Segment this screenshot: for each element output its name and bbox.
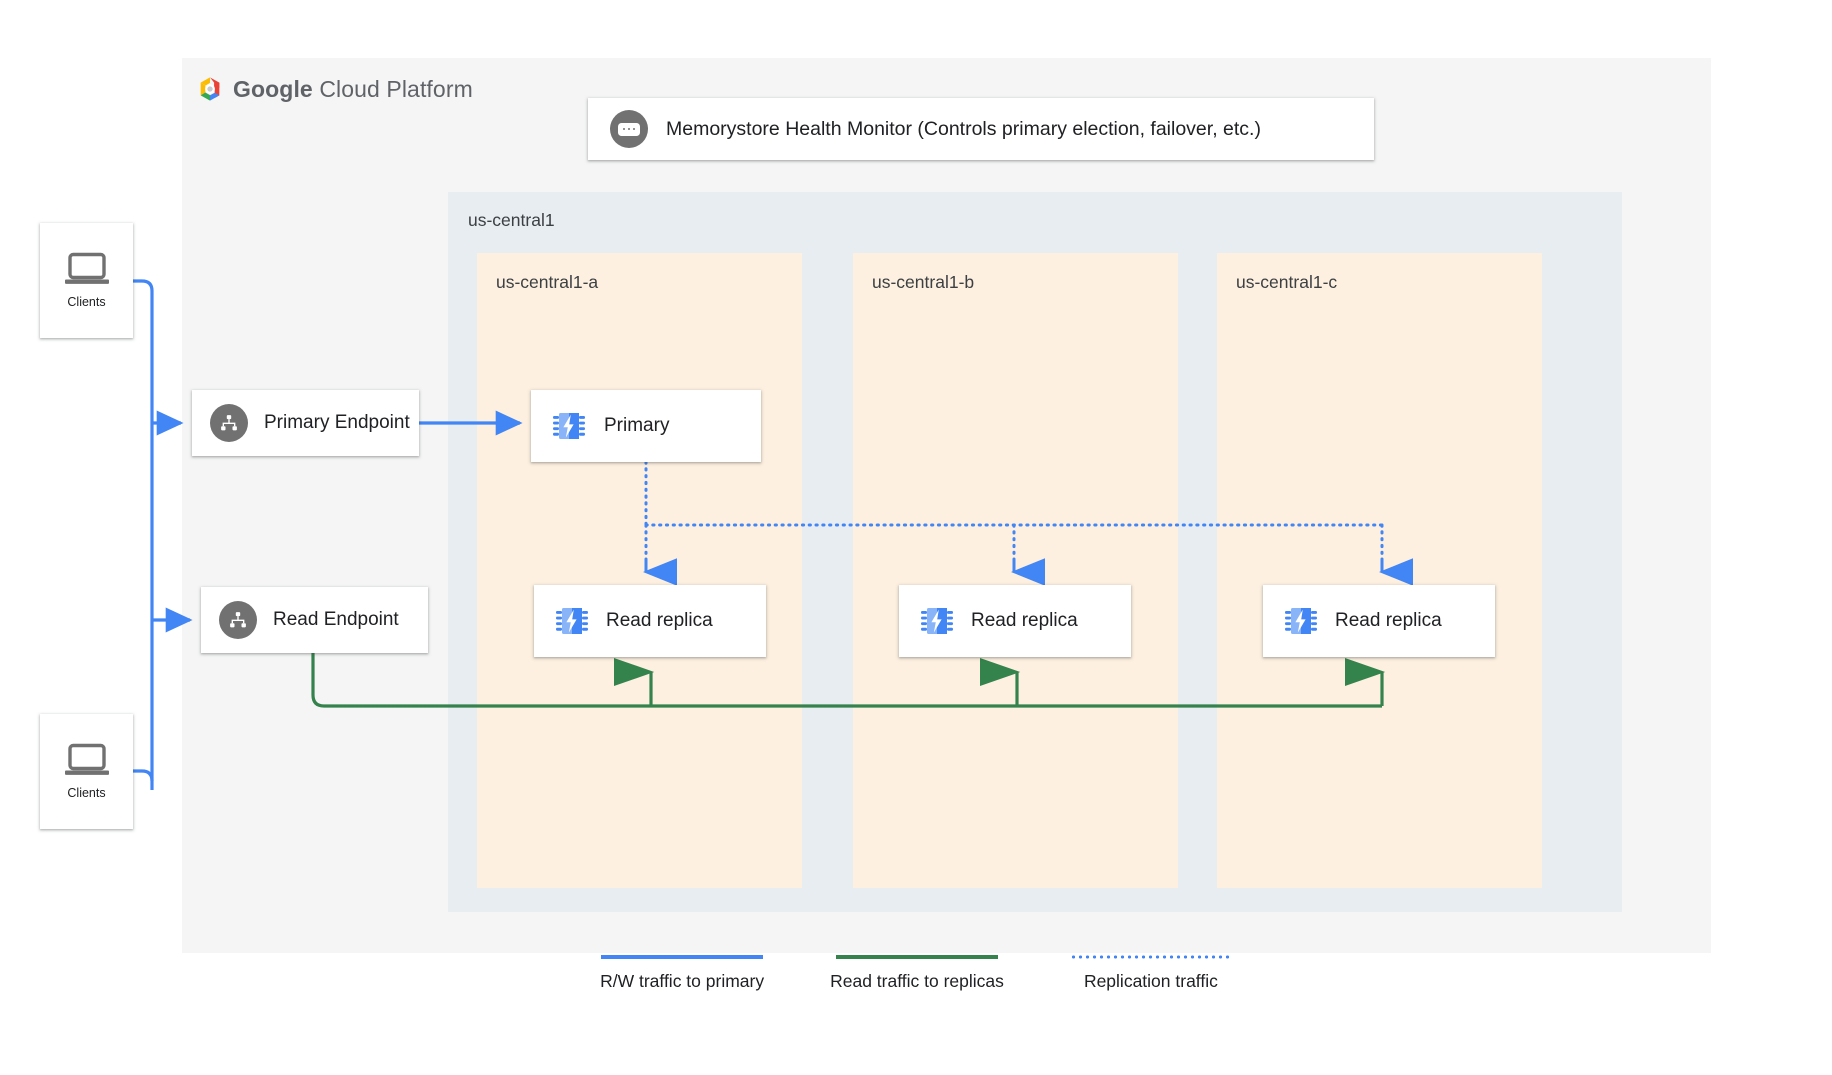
health-monitor-bar[interactable]: Memorystore Health Monitor (Controls pri… — [588, 98, 1374, 160]
legend: R/W traffic to primary Read traffic to r… — [0, 955, 1832, 992]
client-label-bottom: Clients — [67, 786, 106, 800]
gcp-logo: Google Cloud Platform — [196, 75, 473, 103]
read-replica-label-zone-b: Read replica — [971, 610, 1078, 631]
read-replica-card-zone-c[interactable]: Read replica — [1263, 585, 1495, 657]
gcp-wordmark-cloud-platform: Cloud Platform — [312, 75, 473, 102]
google-cloud-hexagon-icon — [200, 77, 220, 101]
read-replica-card-zone-b[interactable]: Read replica — [899, 585, 1131, 657]
zone-label-a: us-central1-a — [496, 272, 599, 292]
client-label-top: Clients — [67, 295, 106, 309]
zone-box-us-central1-b — [853, 253, 1178, 888]
zone-label-b: us-central1-b — [872, 272, 975, 292]
legend-item-read-traffic: Read traffic to replicas — [830, 955, 1004, 992]
legend-swatch-blue-dotted — [1069, 955, 1232, 959]
laptop-icon — [64, 252, 109, 284]
endpoint-hierarchy-icon — [219, 601, 257, 639]
memorystore-chip-icon — [921, 608, 953, 634]
memorystore-chip-icon — [1285, 608, 1317, 634]
memorystore-chip-icon — [556, 608, 588, 634]
primary-endpoint-card[interactable]: Primary Endpoint — [192, 390, 419, 456]
primary-node-label: Primary — [604, 415, 670, 436]
legend-item-rw-traffic: R/W traffic to primary — [600, 955, 764, 992]
zone-label-c: us-central1-c — [1236, 272, 1338, 292]
gcp-wordmark: Google Cloud Platform — [233, 76, 473, 103]
legend-label-read-traffic: Read traffic to replicas — [830, 971, 1004, 991]
endpoint-hierarchy-icon — [210, 404, 248, 442]
client-card-top[interactable]: Clients — [40, 223, 133, 338]
legend-swatch-green-solid — [836, 955, 998, 959]
health-monitor-label: Memorystore Health Monitor (Controls pri… — [666, 117, 1261, 140]
gcp-wordmark-google: Google — [233, 75, 313, 102]
health-monitor-icon — [610, 110, 648, 148]
legend-item-replication-traffic: Replication traffic — [1069, 955, 1232, 992]
primary-endpoint-label: Primary Endpoint — [264, 412, 410, 433]
laptop-icon — [64, 743, 109, 775]
read-replica-label-zone-a: Read replica — [606, 610, 713, 631]
read-endpoint-card[interactable]: Read Endpoint — [201, 587, 428, 653]
legend-swatch-blue-solid — [601, 955, 764, 959]
legend-label-rw-traffic: R/W traffic to primary — [600, 971, 765, 991]
zone-box-us-central1-c — [1217, 253, 1542, 888]
read-replica-card-zone-a[interactable]: Read replica — [534, 585, 766, 657]
read-endpoint-label: Read Endpoint — [273, 609, 399, 630]
read-replica-label-zone-c: Read replica — [1335, 610, 1442, 631]
memorystore-chip-icon — [553, 413, 585, 439]
legend-label-replication-traffic: Replication traffic — [1083, 971, 1218, 991]
primary-node-card[interactable]: Primary — [531, 390, 761, 462]
client-card-bottom[interactable]: Clients — [40, 714, 133, 829]
zone-box-us-central1-a — [477, 253, 802, 888]
region-label: us-central1 — [468, 210, 555, 230]
